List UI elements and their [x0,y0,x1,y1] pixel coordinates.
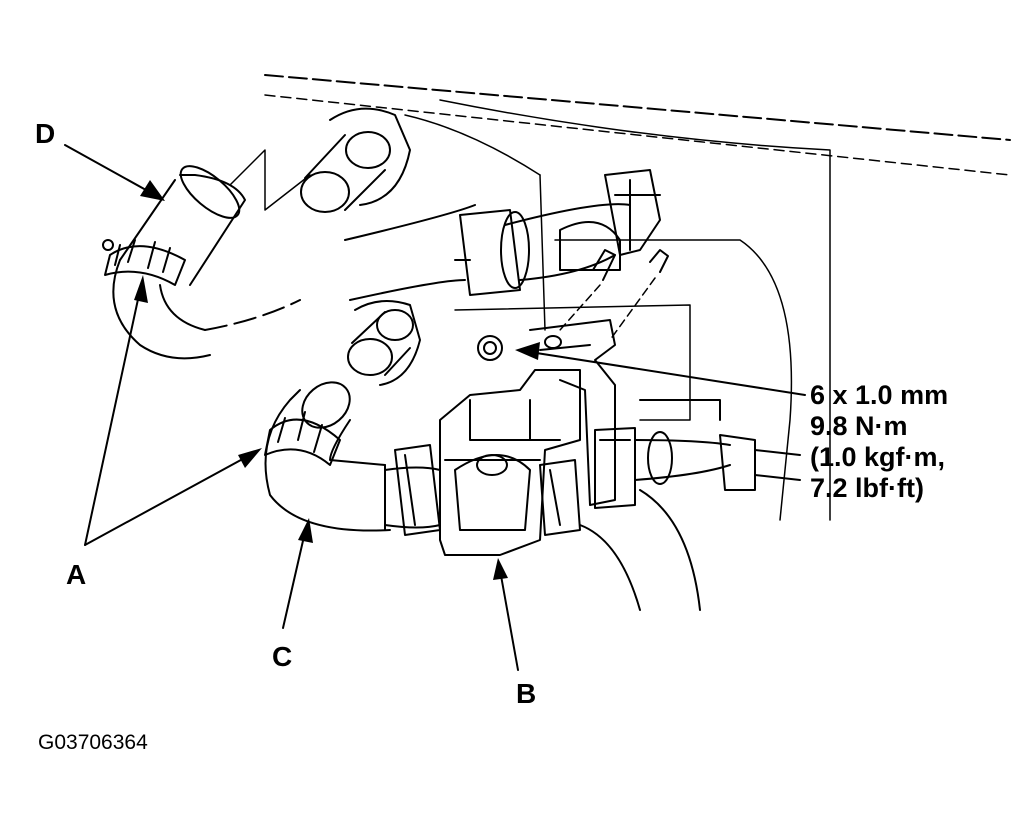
callout-label-a: A [66,559,87,590]
torque-spec: 6 x 1.0 mm 9.8 N·m (1.0 kgf·m, 7.2 lbf·f… [810,380,948,504]
arrowhead-a-upper [134,275,148,303]
arrowhead-b [493,558,508,580]
flange-nut [477,335,503,361]
torque-spec-nm: 9.8 N·m [810,411,908,441]
callout-label-c: C [272,641,293,672]
torque-spec-kgfm: (1.0 kgf·m, [810,442,946,472]
leader-arrow-a [84,289,251,546]
lower-heater-pipe [347,300,421,386]
right-side-hoses [579,399,801,611]
leader-arrow-nut [529,351,806,396]
hose-clamp-upper [102,239,186,286]
leader-arrow-c [282,531,306,629]
torque-spec-size: 6 x 1.0 mm [810,380,949,410]
valve-bracket [454,304,691,506]
arrowhead-d [140,180,165,201]
heater-valve-body [439,369,581,556]
hose-valve-upper [344,203,631,301]
mounting-studs [559,249,669,341]
hose-c [264,381,441,532]
callout-label-b: B [516,678,537,709]
arrowhead-nut [515,342,540,360]
figure-id: G03706364 [38,731,148,754]
arrowhead-c [298,518,313,543]
firewall-outline [264,74,1011,521]
leader-arrow-d [64,144,156,196]
upper-heater-pipe [300,107,411,213]
hose-clamp-lower [264,411,341,466]
pipe-clamp-upper [559,169,661,271]
callout-label-d: D [35,118,56,149]
torque-spec-lbfft: 7.2 lbf·ft) [810,473,924,503]
leader-arrow-b [499,569,519,671]
valve-hose-clamps [394,427,636,536]
arrowhead-a-lower [238,448,262,468]
hose-d [112,149,311,360]
